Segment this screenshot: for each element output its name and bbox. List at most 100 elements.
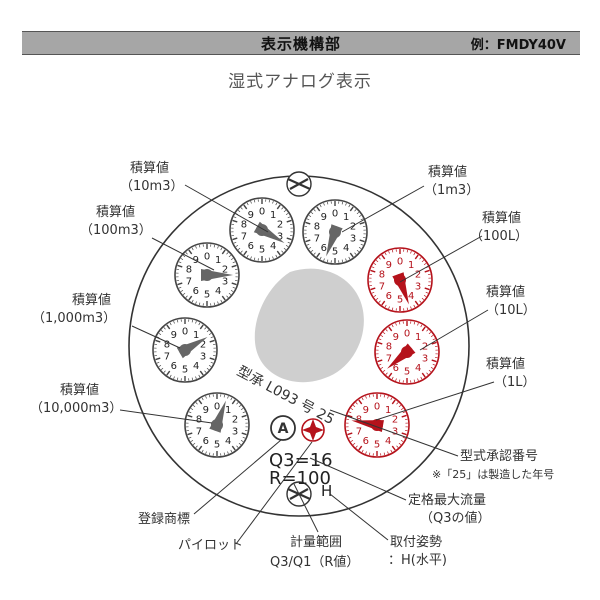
dial-1000m3-tick [208, 333, 212, 336]
dial-1m3-tick [354, 209, 357, 212]
header-bar: 表示機構部 例：FMDY40V [22, 31, 580, 55]
dial-1m3-tick [345, 203, 347, 206]
dial-10L-tick [426, 329, 429, 332]
dial-1L-tick [358, 445, 363, 451]
dial-100m3-tick [220, 247, 223, 251]
dial-100m3-tick [178, 261, 182, 264]
dial-100L-tick [425, 291, 429, 294]
dial-1m3-tick [305, 239, 311, 243]
dial-10L-hub [401, 346, 413, 358]
dial-1m3-tick [326, 259, 329, 263]
label-approval-note: ※「25」は製造した年号 [432, 467, 554, 481]
dial-100m3-tick [188, 295, 193, 301]
dial-1L-digit: 5 [374, 440, 380, 451]
label-1L-unit: （1L） [494, 375, 536, 390]
dial-1m3-digit: 1 [343, 212, 349, 223]
dial-100L-hub [394, 274, 406, 286]
dial-10m3-tick [235, 244, 239, 247]
dial-100m3-tick [195, 246, 197, 249]
dial-100L-tick [370, 287, 376, 291]
dial-100m3-digit: 4 [215, 286, 221, 297]
dial-1m3-tick [341, 201, 344, 205]
dial-10000m3-tick [188, 411, 192, 414]
dial-10L-digit: 6 [393, 363, 399, 374]
dial-1000m3-tick [208, 364, 212, 367]
q3-text: Q3=16 [269, 450, 333, 471]
dial-10m3-digit: 4 [270, 241, 276, 252]
label-100m3-unit: （100m3） [80, 223, 152, 238]
dial-10L-tick [382, 369, 386, 373]
dial-10000m3-tick [227, 451, 229, 454]
dial-10m3-tick [287, 241, 291, 244]
dial-10000m3-tick [242, 411, 246, 414]
dial-1L-digit: 1 [385, 405, 391, 416]
dial-1000m3-tick [199, 370, 204, 376]
dial-10000m3-tick [187, 414, 193, 418]
dial-100m3-tick [198, 302, 201, 306]
dial-10m3-tick [268, 257, 271, 261]
dial-1m3-tick [345, 258, 347, 261]
dial-1m3-tick [306, 218, 310, 221]
dial-1L-tick [347, 414, 353, 418]
dial-10m3-tick [272, 256, 274, 259]
dial-1000m3-tick [195, 376, 197, 379]
dial-10m3-tick [250, 201, 252, 204]
dial-10L-digit: 9 [393, 332, 399, 343]
dial-1000m3-digit: 6 [171, 361, 177, 372]
dial-10000m3-hub [211, 419, 223, 431]
dial-10L-tick [391, 324, 394, 328]
dial-1m3-tick [359, 239, 365, 243]
dial-100L-tick [391, 249, 394, 253]
dial-1000m3-tick [169, 322, 172, 326]
dial-1L-tick [398, 442, 402, 446]
dial-1m3-tick [308, 215, 312, 218]
dial-100L-digit: 3 [415, 281, 421, 292]
dial-1000m3-tick [206, 329, 210, 333]
dial-10000m3-tick [230, 397, 233, 401]
dial-100L-digit: 1 [408, 260, 414, 271]
dial-10L-tick [413, 321, 416, 325]
dial-10m3-tick [285, 244, 289, 247]
dial-10000m3-tick [201, 449, 204, 453]
dial-1000m3-tick [169, 374, 172, 378]
dial-10m3-tick [253, 257, 256, 261]
dial-100m3-tick [198, 244, 201, 248]
dial-1L-tick [396, 445, 399, 448]
dial-100m3-tick [221, 249, 226, 255]
dial-100m3-digit: 3 [222, 276, 228, 287]
dial-1m3-tick [313, 209, 316, 212]
dial-10000m3-digit: 4 [225, 436, 231, 447]
dial-1m3-tick [360, 243, 364, 246]
dial-100m3-digit: 8 [186, 265, 192, 276]
dial-10L-tick [432, 363, 436, 366]
dial-1L-tick [387, 396, 389, 399]
dial-1000m3-tick [158, 333, 162, 336]
dial-10L-tick [395, 378, 397, 381]
dial-10000m3-digit: 2 [232, 415, 238, 426]
dial-1000m3-digit: 4 [193, 361, 199, 372]
dial-1m3-tick [356, 211, 360, 215]
dial-100m3-tick [177, 282, 183, 286]
dial-1m3-tick [310, 249, 314, 253]
dial-10L-digit: 7 [386, 353, 392, 364]
dial-1000m3-tick [204, 370, 207, 373]
dial-10L-digit: 5 [404, 367, 410, 378]
leader-100L [399, 235, 483, 283]
dial-1m3-tick [349, 252, 354, 258]
dial-1L-tick [387, 451, 389, 454]
dial-1m3-digit: 2 [350, 222, 356, 233]
leader-trademark [193, 439, 282, 515]
dial-100m3-tick [185, 252, 188, 255]
dial-100m3-digit: 6 [193, 286, 199, 297]
dial-1m3-tick [341, 259, 344, 263]
dial-100m3-digit: 0 [204, 252, 210, 263]
dial-10m3-tick [283, 209, 287, 213]
dial-1L-tick [391, 445, 396, 451]
dial-100m3-tick [228, 292, 232, 296]
dial-100m3-tick [226, 252, 229, 255]
dial-1m3-tick [319, 204, 322, 208]
dial-100L-digit: 9 [386, 260, 392, 271]
